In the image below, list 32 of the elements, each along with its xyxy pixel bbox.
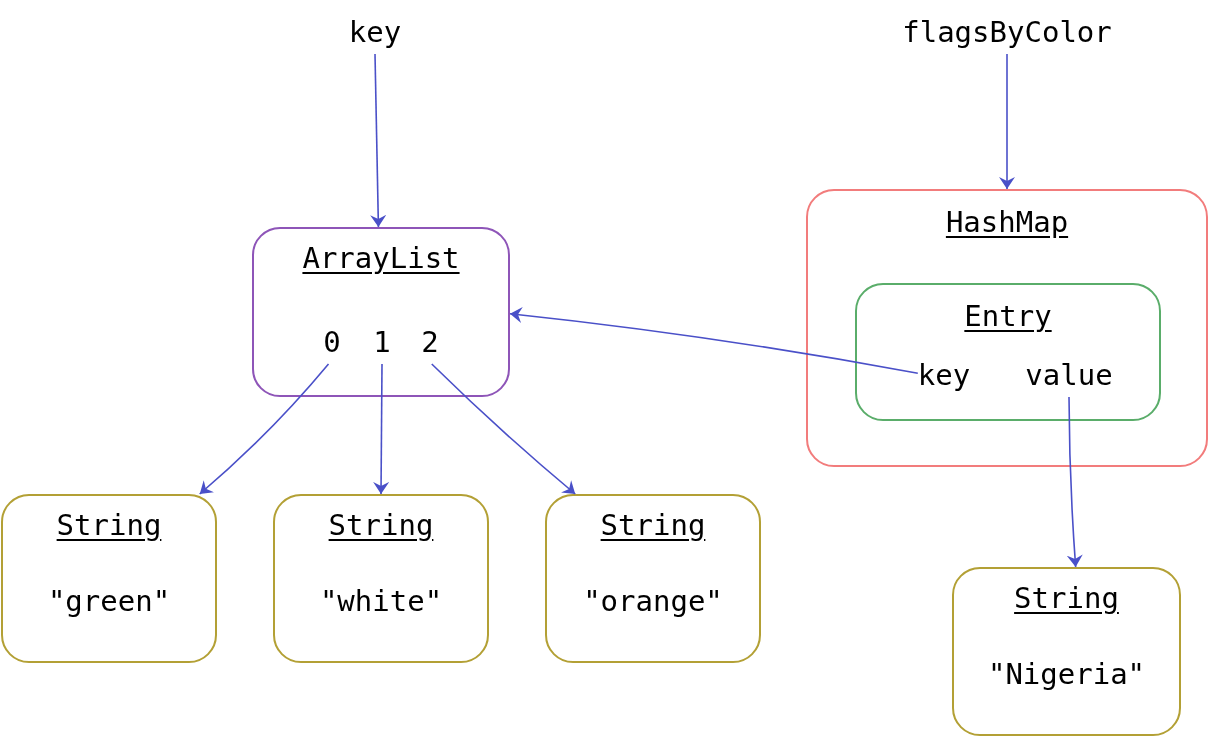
class-name: String — [600, 507, 706, 543]
string-value: "orange" — [583, 583, 723, 619]
object-box — [252, 227, 510, 397]
string-value: "white" — [319, 583, 443, 619]
object-box — [952, 567, 1181, 736]
object-box — [545, 494, 761, 663]
arrow — [198, 363, 330, 495]
class-name: ArrayList — [302, 240, 460, 276]
arrow — [370, 53, 387, 228]
arrow — [430, 363, 577, 495]
code-label: value — [1025, 357, 1113, 393]
class-name: HashMap — [945, 204, 1069, 240]
class-name: String — [56, 507, 162, 543]
code-label: key — [348, 14, 402, 50]
code-label: 2 — [421, 324, 439, 360]
object-box — [806, 189, 1208, 467]
code-label: flagsByColor — [902, 14, 1112, 50]
arrow — [999, 53, 1015, 190]
object-box — [273, 494, 489, 663]
object-box — [855, 283, 1161, 421]
code-label: 1 — [373, 324, 391, 360]
code-label: 0 — [323, 324, 341, 360]
code-label: key — [917, 357, 971, 393]
arrow — [509, 307, 919, 374]
class-name: String — [328, 507, 434, 543]
arrow — [373, 363, 390, 495]
arrow — [1066, 396, 1083, 568]
object-box — [1, 494, 217, 663]
string-value: "Nigeria" — [987, 656, 1146, 692]
class-name: String — [1014, 580, 1119, 616]
class-name: Entry — [964, 298, 1052, 334]
string-value: "green" — [47, 583, 171, 619]
